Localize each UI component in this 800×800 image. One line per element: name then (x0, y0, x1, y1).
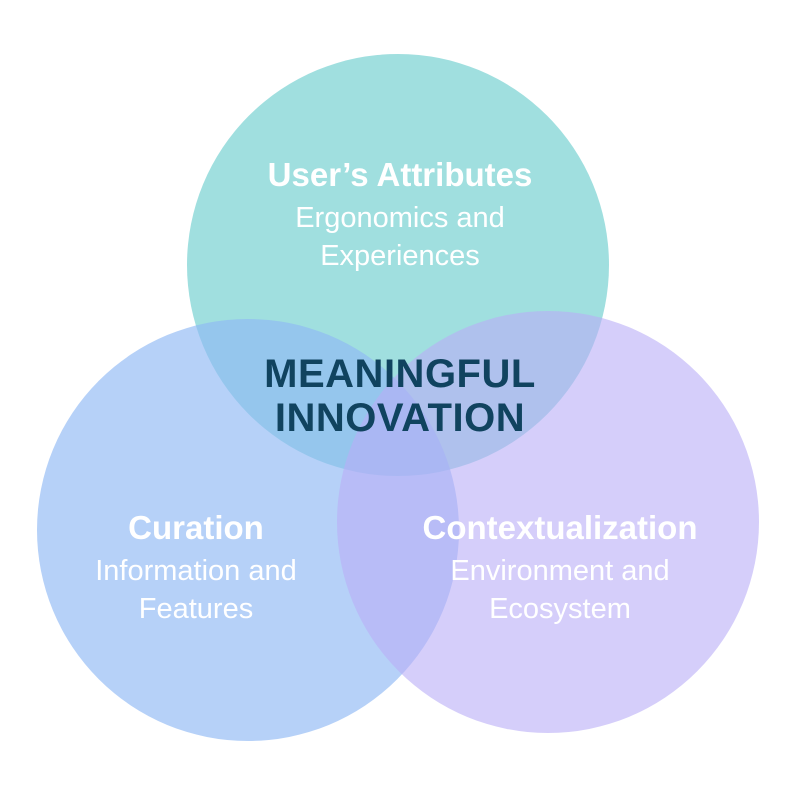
circle-curation (37, 319, 459, 741)
contextualization-subtitle-line2: Ecosystem (489, 593, 631, 625)
circle-contextualization (337, 311, 759, 733)
contextualization-label: Contextualization Environment and Ecosys… (380, 508, 740, 628)
curation-subtitle: Information and Features (46, 552, 346, 628)
center-label-line1: MEANINGFUL (264, 352, 536, 396)
center-label: MEANINGFUL INNOVATION (180, 352, 620, 440)
contextualization-title: Contextualization (422, 509, 698, 546)
users-attributes-label: User’s Attributes Ergonomics and Experie… (200, 155, 600, 275)
contextualization-subtitle: Environment and Ecosystem (380, 552, 740, 628)
curation-subtitle-line2: Features (138, 593, 254, 625)
curation-label: Curation Information and Features (46, 508, 346, 628)
curation-subtitle-line1: Information and (95, 555, 297, 587)
users-attributes-subtitle: Ergonomics and Experiences (200, 199, 600, 275)
curation-title: Curation (128, 509, 264, 546)
contextualization-subtitle-line1: Environment and (450, 555, 670, 587)
users-attributes-title: User’s Attributes (267, 156, 533, 193)
users-attributes-subtitle-line2: Experiences (320, 240, 480, 272)
center-label-line2: INNOVATION (274, 396, 526, 440)
users-attributes-subtitle-line1: Ergonomics and (295, 202, 505, 234)
